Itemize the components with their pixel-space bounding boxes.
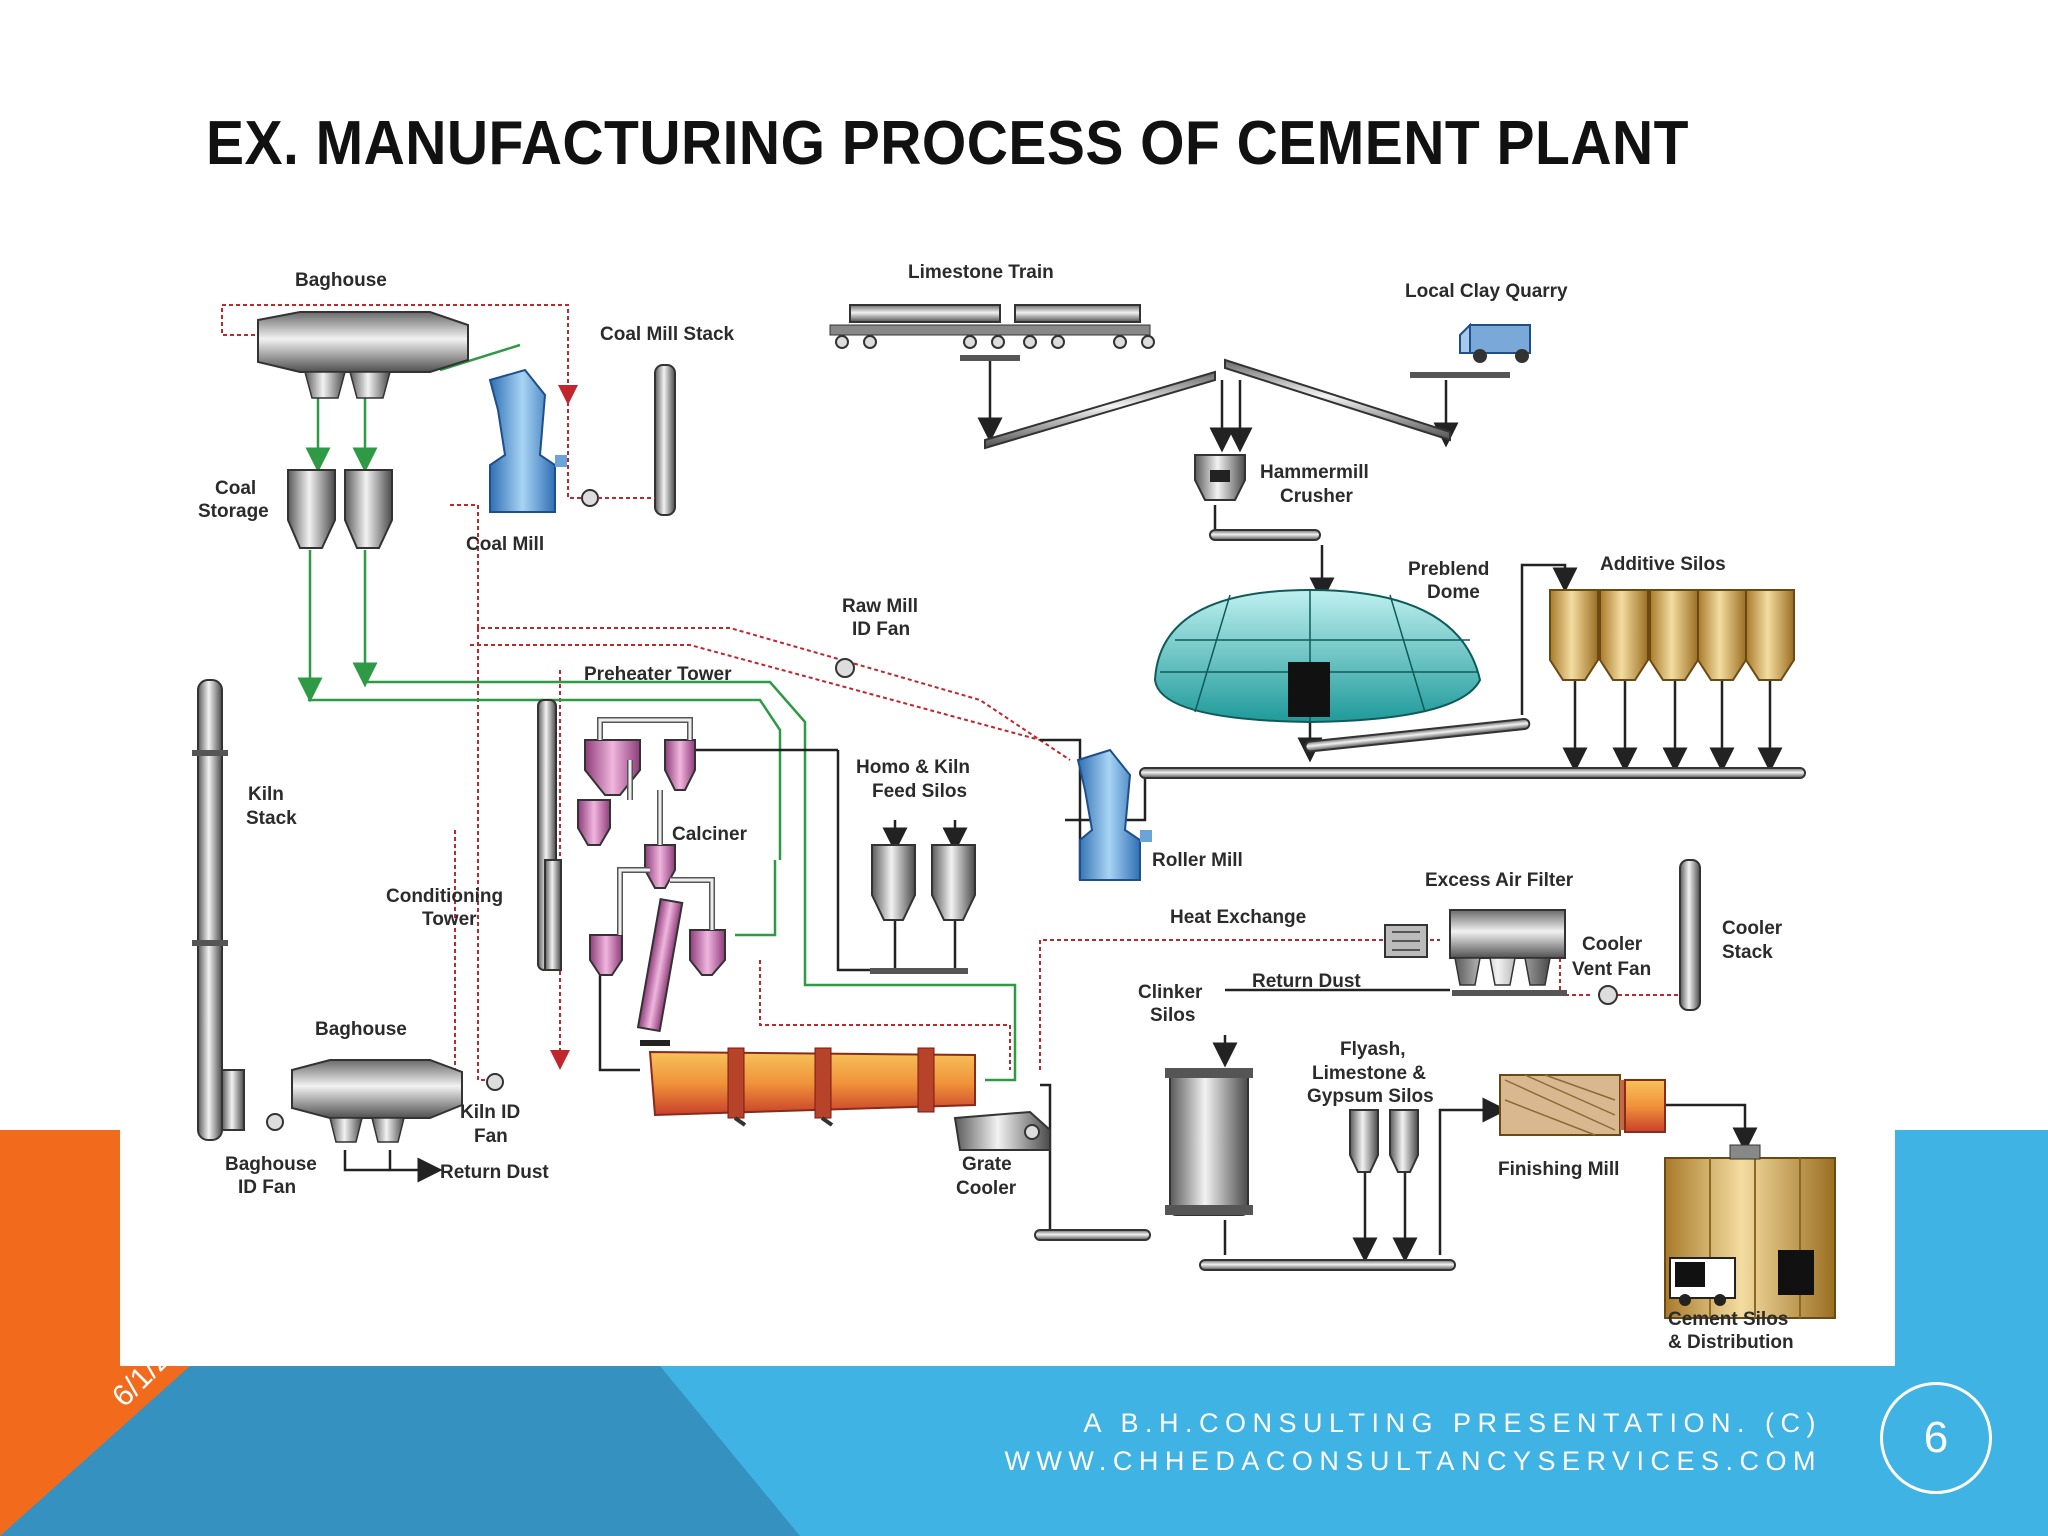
hammermill-crusher: [1194, 454, 1246, 501]
preheater-tower: [537, 699, 726, 1046]
label-excess-air-filter: Excess Air Filter: [1425, 870, 1574, 891]
label-raw-mill-2: ID Fan: [852, 619, 910, 640]
footer-line-1: A B.H.CONSULTING PRESENTATION. (C): [1083, 1408, 1822, 1438]
label-clinker-2: Silos: [1150, 1005, 1195, 1026]
label-roller-mill: Roller Mill: [1152, 850, 1243, 871]
cooler-stack: [1618, 859, 1701, 1011]
label-coal-mill: Coal Mill: [466, 534, 544, 555]
slide-title: EX. MANUFACTURING PROCESS OF CEMENT PLAN…: [206, 109, 1689, 178]
label-baghouse-id-2: ID Fan: [238, 1177, 296, 1198]
label-conditioning-1: Conditioning: [386, 886, 503, 907]
label-kiln-id-1: Kiln ID: [460, 1102, 520, 1123]
coal-mill-stack: [581, 364, 676, 516]
conveyors-top: [984, 358, 1806, 779]
label-clinker-1: Clinker: [1138, 982, 1203, 1003]
rotary-kiln: [648, 1047, 976, 1127]
label-kiln-stack-2: Stack: [246, 808, 297, 829]
label-baghouse-top: Baghouse: [295, 270, 387, 291]
grate-cooler: [953, 1110, 1051, 1151]
label-coal-storage-1: Coal: [215, 478, 256, 499]
label-limestone-train: Limestone Train: [908, 262, 1054, 283]
label-flyash-3: Gypsum Silos: [1307, 1086, 1434, 1107]
label-preblend-1: Preblend: [1408, 559, 1489, 580]
coal-mill: [488, 368, 567, 513]
label-return-dust-top: Return Dust: [1252, 971, 1361, 992]
label-finishing-mill: Finishing Mill: [1498, 1159, 1619, 1180]
label-flyash-1: Flyash,: [1340, 1039, 1405, 1060]
label-local-clay-quarry: Local Clay Quarry: [1405, 281, 1568, 302]
roller-mill: [1076, 748, 1152, 881]
clay-quarry-truck: [1410, 322, 1531, 378]
homo-feed-silos: [870, 844, 976, 974]
label-cement-silos-1: Cement Silos: [1668, 1309, 1788, 1330]
label-grate-2: Cooler: [956, 1178, 1017, 1199]
air-flow-lines: [221, 304, 1590, 1090]
label-coal-storage-2: Storage: [198, 501, 269, 522]
clinker-silo: [1165, 1068, 1253, 1216]
label-kiln-id-2: Fan: [474, 1126, 508, 1147]
label-cement-silos-2: & Distribution: [1668, 1332, 1794, 1353]
footer-orange-corner: [0, 1366, 190, 1536]
label-cooler-stack-1: Cooler: [1722, 918, 1783, 939]
label-grate-1: Grate: [962, 1154, 1012, 1175]
label-heat-exchange: Heat Exchange: [1170, 907, 1306, 928]
label-return-dust-bottom: Return Dust: [440, 1162, 549, 1183]
label-homo-1: Homo & Kiln: [856, 757, 970, 778]
page-number: 6: [1880, 1382, 1992, 1494]
conditioning-tower: [544, 859, 562, 971]
label-raw-mill-1: Raw Mill: [842, 596, 918, 617]
label-hammermill-2: Crusher: [1280, 486, 1353, 507]
finishing-mill: [1499, 1074, 1666, 1136]
raw-mill-fan: [835, 658, 855, 678]
footer-line-2: WWW.CHHEDACONSULTANCYSERVICES.COM: [1004, 1446, 1822, 1476]
label-calciner: Calciner: [672, 824, 748, 845]
coal-flow-lines: [297, 343, 1017, 1082]
limestone-train: [829, 304, 1155, 361]
label-baghouse-id-1: Baghouse: [225, 1154, 317, 1175]
label-homo-2: Feed Silos: [872, 781, 967, 802]
label-coal-mill-stack: Coal Mill Stack: [600, 324, 735, 345]
excess-air-filter: [1384, 909, 1618, 1005]
label-cooler-stack-2: Stack: [1722, 942, 1773, 963]
label-preblend-2: Dome: [1427, 582, 1480, 603]
label-baghouse-bottom: Baghouse: [315, 1019, 407, 1040]
coal-storage-silos: [287, 469, 393, 549]
flyash-silos: [1034, 1109, 1456, 1271]
diagram-panel: [120, 212, 1895, 1366]
footer-dark-wedge: [0, 1366, 800, 1536]
footer-credit: A B.H.CONSULTING PRESENTATION. (C) WWW.C…: [1004, 1404, 1822, 1480]
label-hammermill-1: Hammermill: [1260, 462, 1369, 483]
label-cooler-vent-1: Cooler: [1582, 934, 1643, 955]
label-flyash-2: Limestone &: [1312, 1063, 1426, 1084]
diagram-labels: Baghouse Coal Mill Stack Coal Storage Co…: [198, 262, 1794, 1353]
preblend-dome: [1153, 588, 1482, 724]
label-conditioning-2: Tower: [422, 909, 477, 930]
label-additive-silos: Additive Silos: [1600, 554, 1726, 575]
baghouse-top: [257, 311, 469, 399]
label-kiln-stack-1: Kiln: [248, 784, 284, 805]
label-preheater-tower: Preheater Tower: [584, 664, 732, 685]
additive-silos: [1549, 589, 1795, 681]
cement-silos: [1664, 1144, 1836, 1319]
kiln-stack: [192, 679, 284, 1141]
label-cooler-vent-2: Vent Fan: [1572, 959, 1651, 980]
baghouse-bottom: [291, 1059, 504, 1143]
